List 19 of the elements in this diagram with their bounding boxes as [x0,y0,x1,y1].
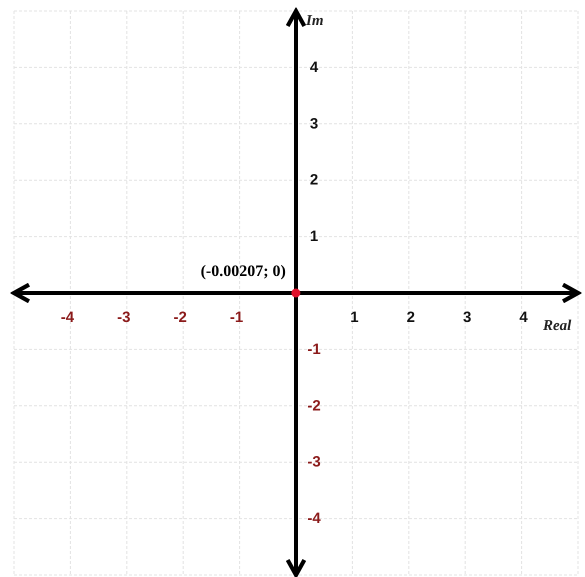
x-tick-label: -3 [117,309,130,326]
y-tick-label: -3 [307,454,321,471]
point-annotation: (-0.00207; 0) [200,263,286,280]
y-axis-label: Im [306,13,324,29]
y-tick-label: 1 [310,228,318,246]
x-tick-label: 2 [406,309,415,326]
x-tick-label: -4 [60,309,74,326]
x-tick-label: 3 [463,309,472,326]
x-tick-label: 1 [350,309,359,326]
y-tick-label: -2 [307,397,321,414]
y-tick-label: 2 [310,172,318,189]
y-tick-label: 3 [310,115,318,132]
y-tick-label: -4 [307,510,321,528]
x-tick-label: -1 [230,309,244,326]
x-tick-label: 4 [519,309,528,326]
x-tick-label: -2 [174,309,187,326]
y-tick-label: 4 [310,58,318,76]
x-axis-label: Real [543,318,572,334]
y-tick-label: -1 [307,340,321,358]
